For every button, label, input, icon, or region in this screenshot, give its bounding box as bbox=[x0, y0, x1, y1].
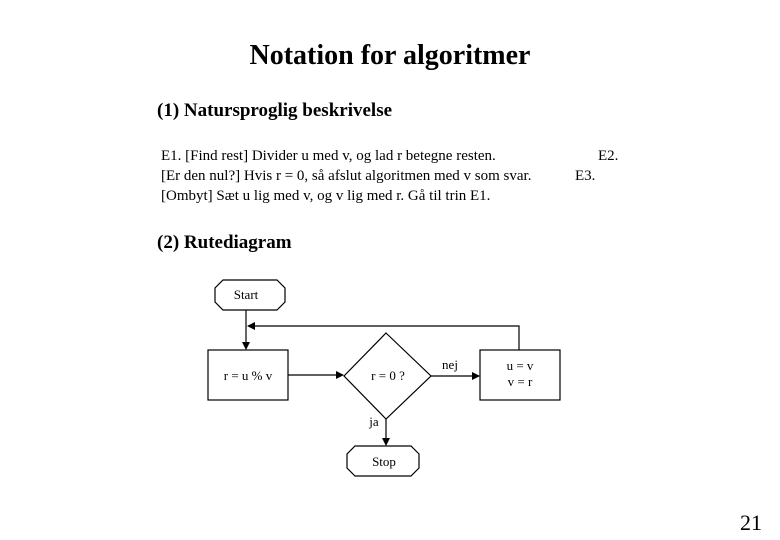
decision-label: r = 0 ? bbox=[371, 368, 405, 383]
start-label: Start bbox=[234, 287, 259, 302]
swap-box bbox=[479, 349, 561, 401]
swap-label-u: u = v bbox=[507, 358, 534, 373]
algorithm-step-e2: [Er den nul?] Hvis r = 0, så afslut algo… bbox=[161, 168, 532, 184]
loop-back-connector bbox=[247, 322, 520, 350]
no-label: nej bbox=[442, 357, 458, 372]
swap-label-v: v = r bbox=[508, 374, 533, 389]
assign-label: r = u % v bbox=[224, 368, 273, 383]
section-heading-natural-language: (1) Natursproglig beskrivelse bbox=[157, 100, 393, 121]
page-number: 21 bbox=[740, 510, 762, 535]
yes-label: ja bbox=[368, 414, 379, 429]
step-marker-e2: E2. bbox=[598, 148, 619, 164]
stop-label: Stop bbox=[372, 454, 396, 469]
slide-title: Notation for algoritmer bbox=[249, 40, 531, 71]
algorithm-step-e1: E1. [Find rest] Divider u med v, og lad … bbox=[161, 148, 496, 164]
step-marker-e3: E3. bbox=[575, 168, 596, 184]
algorithm-step-e3: [Ombyt] Sæt u lig med v, og v lig med r.… bbox=[161, 188, 491, 204]
stop-terminal bbox=[346, 445, 420, 477]
section-heading-flowchart: (2) Rutediagram bbox=[157, 232, 292, 253]
start-terminal bbox=[214, 279, 286, 311]
